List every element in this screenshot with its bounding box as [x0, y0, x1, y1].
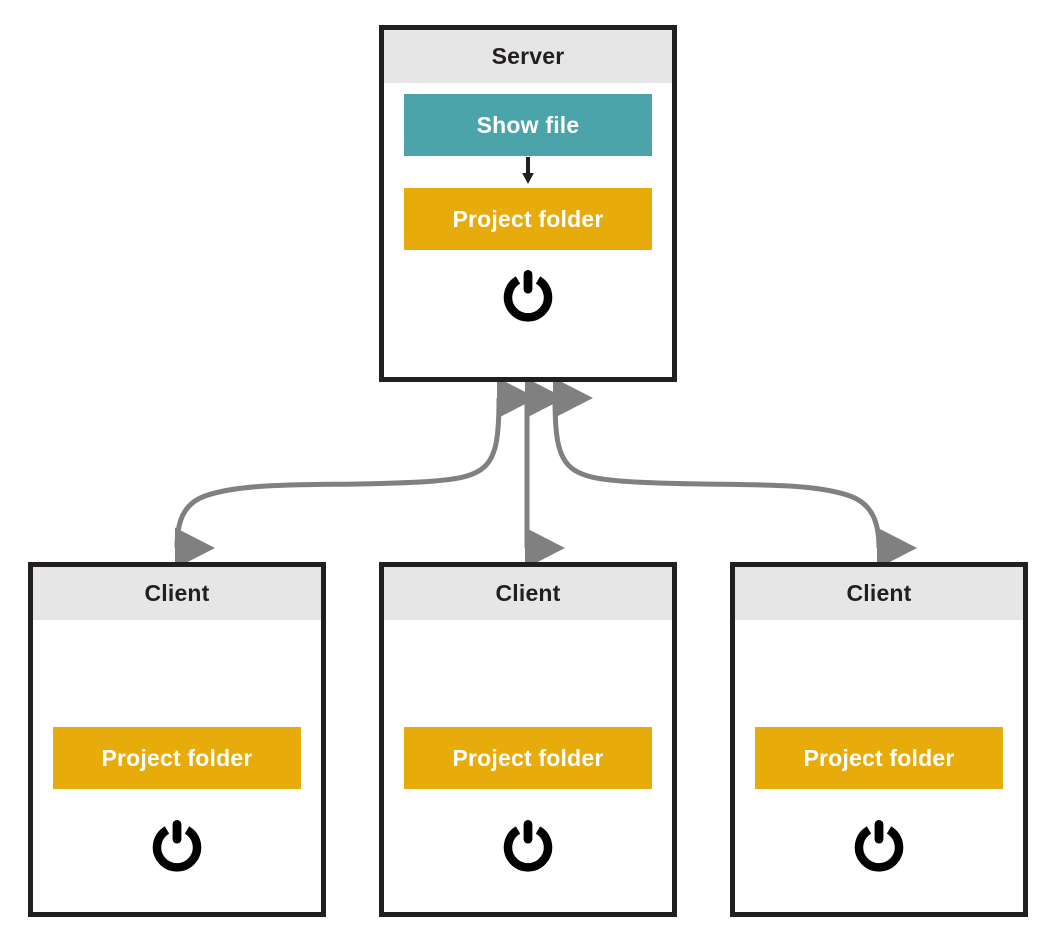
client-2-project-folder-block[interactable]: Project folder [404, 727, 652, 789]
client-2-project-folder-label: Project folder [452, 744, 604, 771]
server-show-file-label: Show file [476, 111, 580, 138]
connector-server-client-1 [174, 377, 537, 569]
client-1-project-folder-label: Project folder [101, 744, 253, 771]
client-3-power-icon[interactable] [854, 818, 904, 877]
server-power-icon[interactable] [503, 268, 553, 327]
client-1-project-folder-block[interactable]: Project folder [53, 727, 301, 789]
client-2-header: Client [384, 567, 672, 620]
client-2-body: Project folder [384, 620, 672, 912]
server-body: Show file Project folder [384, 83, 672, 377]
client-2-header-label: Client [495, 580, 561, 606]
client-node-1[interactable]: Client Project folder [28, 562, 326, 917]
server-show-file-block[interactable]: Show file [404, 94, 652, 156]
client-2-power-icon[interactable] [503, 818, 553, 877]
client-3-header: Client [735, 567, 1023, 620]
connector-server-client-3 [552, 377, 917, 569]
client-3-project-folder-label: Project folder [803, 744, 955, 771]
client-1-power-icon[interactable] [152, 818, 202, 877]
server-project-folder-label: Project folder [452, 205, 604, 232]
client-3-header-label: Client [846, 580, 912, 606]
client-3-body: Project folder [735, 620, 1023, 912]
server-project-folder-block[interactable]: Project folder [404, 188, 652, 250]
server-inner-flow-arrow [384, 156, 672, 188]
client-node-3[interactable]: Client Project folder [730, 562, 1028, 917]
server-header-label: Server [491, 43, 565, 69]
client-1-header: Client [33, 567, 321, 620]
arrow-down-icon [522, 157, 534, 184]
client-node-2[interactable]: Client Project folder [379, 562, 677, 917]
server-node[interactable]: Server Show file Project folder [379, 25, 677, 382]
client-1-body: Project folder [33, 620, 321, 912]
client-3-project-folder-block[interactable]: Project folder [755, 727, 1003, 789]
client-1-header-label: Client [144, 580, 210, 606]
server-header: Server [384, 30, 672, 83]
